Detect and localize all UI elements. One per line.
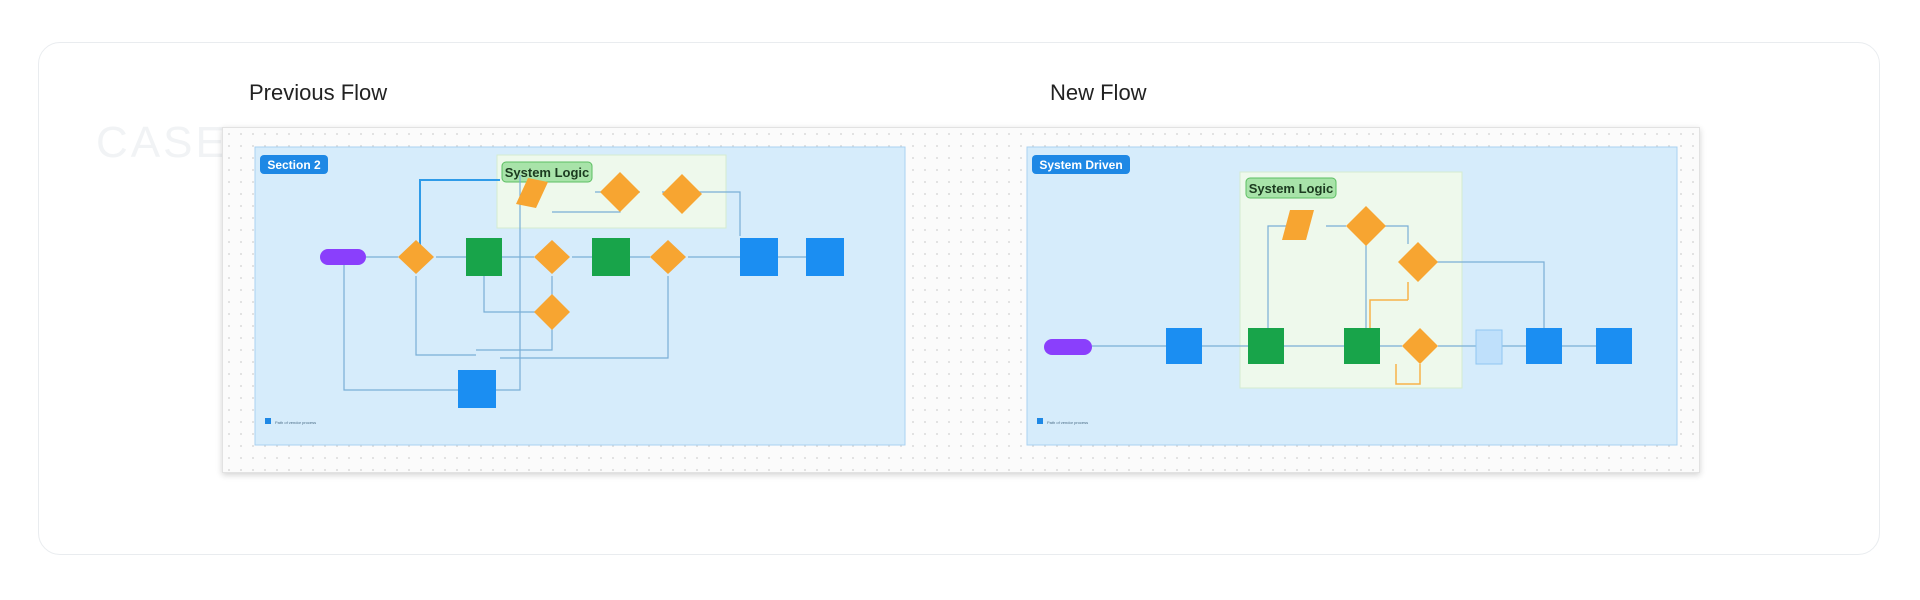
previous-action-blue-2 xyxy=(806,238,844,276)
new-legend-swatch xyxy=(1037,418,1043,424)
previous-decision-2 xyxy=(534,240,570,274)
previous-legend-swatch xyxy=(265,418,271,424)
new-data-input xyxy=(1282,210,1314,240)
new-section-title: System Driven xyxy=(1039,158,1122,172)
new-logic-badge xyxy=(1245,177,1337,199)
new-connectors xyxy=(1092,225,1596,347)
new-start-pill xyxy=(1044,339,1092,355)
previous-action-blue-3 xyxy=(458,370,496,408)
new-decision-1 xyxy=(1402,328,1438,364)
previous-decision-3 xyxy=(650,240,686,274)
previous-logic-decision-2 xyxy=(662,174,702,214)
faint-watermark: CASE xyxy=(96,118,228,167)
previous-highlight-path xyxy=(419,179,500,257)
new-orange-loop xyxy=(1369,282,1421,385)
new-logic-title: System Logic xyxy=(1249,181,1334,196)
previous-data-input xyxy=(516,178,548,208)
previous-legend-text: Path of vendor process xyxy=(275,420,316,425)
new-logic-decision-2 xyxy=(1398,242,1438,282)
previous-flow-label: Previous Flow xyxy=(249,80,388,105)
new-action-blue-2 xyxy=(1526,328,1562,364)
previous-start-pill xyxy=(320,249,366,265)
new-section-badge xyxy=(1032,155,1130,174)
new-action-blue-1 xyxy=(1166,328,1202,364)
previous-section-title: Section 2 xyxy=(267,158,321,172)
previous-action-blue-1 xyxy=(740,238,778,276)
previous-action-green-2 xyxy=(592,238,630,276)
previous-logic-decision-1 xyxy=(600,172,640,212)
new-legend-text: Path of vendor process xyxy=(1047,420,1088,425)
new-action-blue-3 xyxy=(1596,328,1632,364)
previous-action-green-1 xyxy=(466,238,502,276)
new-flow-label: New Flow xyxy=(1050,80,1147,105)
previous-section-badge xyxy=(260,155,328,174)
previous-decision-4 xyxy=(534,294,570,330)
previous-decision-1 xyxy=(398,240,434,274)
new-action-green-2 xyxy=(1344,328,1380,364)
new-note-box xyxy=(1475,329,1503,365)
previous-flow-section: Section 2 System Logic xyxy=(254,146,906,446)
previous-logic-title: System Logic xyxy=(505,165,590,180)
new-flow-section: System Driven System Logic xyxy=(1026,146,1678,446)
new-logic-decision-1 xyxy=(1346,206,1386,246)
new-action-green-1 xyxy=(1248,328,1284,364)
